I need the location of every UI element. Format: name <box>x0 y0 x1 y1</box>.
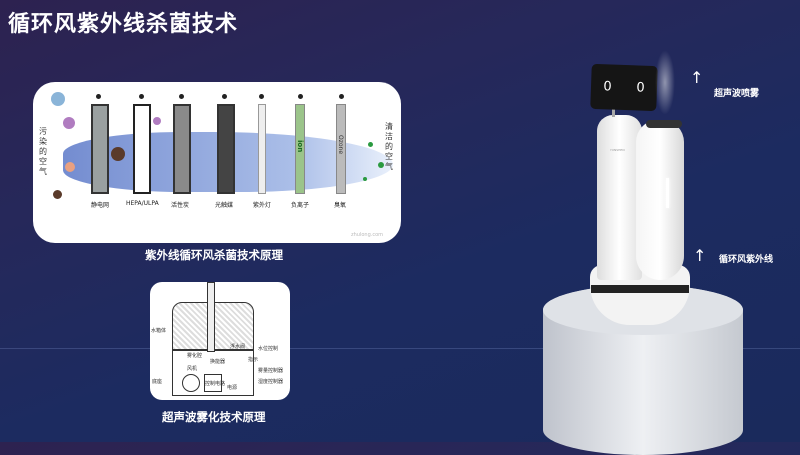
clean-particle <box>378 162 384 168</box>
uv-label: 循环风紫外线 <box>719 255 774 265</box>
clean-particle <box>368 142 373 147</box>
ultrasonic-principle-diagram: 水箱体 底座 雾化腔 换能器 风机 控制电路 电源 浮水阀 水位控制 指示 雾量… <box>150 282 290 400</box>
stage-label: 光触媒 <box>215 202 234 209</box>
filter-electrostatic <box>91 104 109 194</box>
stage-number <box>298 94 303 99</box>
diagram-label: 控制电路 <box>205 381 226 387</box>
diagram-label: 水箱体 <box>151 328 167 334</box>
control-circuit <box>204 374 222 392</box>
diagram-label: 风机 <box>187 366 198 372</box>
uv-module <box>636 120 684 280</box>
stage-label: 静电网 <box>91 202 110 209</box>
robot-body <box>597 115 642 280</box>
mist-outlet <box>646 120 682 128</box>
stage-number <box>139 94 144 99</box>
stage-label: 负离子 <box>291 202 310 209</box>
robot-brand: YUNSHEN <box>610 148 625 152</box>
filter-carbon <box>173 104 191 194</box>
stage-number <box>259 94 264 99</box>
pollutant-particle <box>65 162 75 172</box>
screen-stand <box>612 105 615 117</box>
pollutant-particle <box>51 92 65 106</box>
ultrasonic-diagram-caption: 超声波雾化技术原理 <box>162 410 266 424</box>
robot-screen: 0 0 <box>590 63 658 112</box>
stage-number <box>339 94 344 99</box>
clean-air-label: 清洁的空气 <box>385 122 393 171</box>
ion-module: ion <box>295 104 305 194</box>
uv-diagram-caption: 紫外线循环风杀菌技术原理 <box>145 248 283 262</box>
diagram-label: 湿度控制器 <box>258 379 284 385</box>
diagram-label: 电源 <box>227 385 238 391</box>
mist-tube <box>207 282 215 352</box>
uv-light-strip <box>666 178 669 208</box>
watermark: zhulong.com <box>351 232 384 238</box>
arrow-up-icon: ↑ <box>693 246 707 265</box>
clean-particle <box>363 177 367 181</box>
uv-principle-diagram: 污染的空气 清洁的空气 ion Ozone 静电网 HEPA/ULPA 活性炭 … <box>33 82 401 243</box>
pollutant-particle <box>63 117 75 129</box>
divider <box>0 348 800 349</box>
filter-photocatalyst <box>217 104 235 194</box>
ozone-text: Ozone <box>337 135 344 155</box>
diagram-label: 换能器 <box>210 359 226 365</box>
stage-label: 活性炭 <box>171 202 190 209</box>
robot-bumper <box>591 285 689 293</box>
uv-lamp <box>258 104 266 194</box>
arrow-up-icon: ↑ <box>690 68 704 87</box>
slide-title: 循环风紫外线杀菌技术 <box>8 12 239 37</box>
mist-plume <box>655 50 675 115</box>
stage-label: 紫外灯 <box>253 202 272 209</box>
diagram-label: 指示 <box>248 357 259 363</box>
diagram-label: 雾化腔 <box>187 353 203 359</box>
diagram-label: 水位控制 <box>258 346 279 352</box>
diagram-label: 雾量控制器 <box>258 368 284 374</box>
diagram-label: 浮水阀 <box>230 344 246 350</box>
stage-number <box>179 94 184 99</box>
diagram-label: 底座 <box>152 379 163 385</box>
fan <box>182 374 200 392</box>
screen-eye: 0 <box>603 79 612 95</box>
stage-label: 臭氧 <box>334 202 347 209</box>
screen-eye: 0 <box>636 80 645 96</box>
pollutant-particle <box>111 147 125 161</box>
ozone-module: Ozone <box>336 104 346 194</box>
stage-label: HEPA/ULPA <box>126 200 159 207</box>
mist-label: 超声波喷雾 <box>714 89 760 99</box>
filter-hepa <box>133 104 151 194</box>
pollutant-particle <box>53 190 62 199</box>
stage-number <box>96 94 101 99</box>
polluted-air-label: 污染的空气 <box>39 127 47 176</box>
stage-number <box>222 94 227 99</box>
ion-text: ion <box>296 140 304 153</box>
pollutant-particle <box>153 117 161 125</box>
